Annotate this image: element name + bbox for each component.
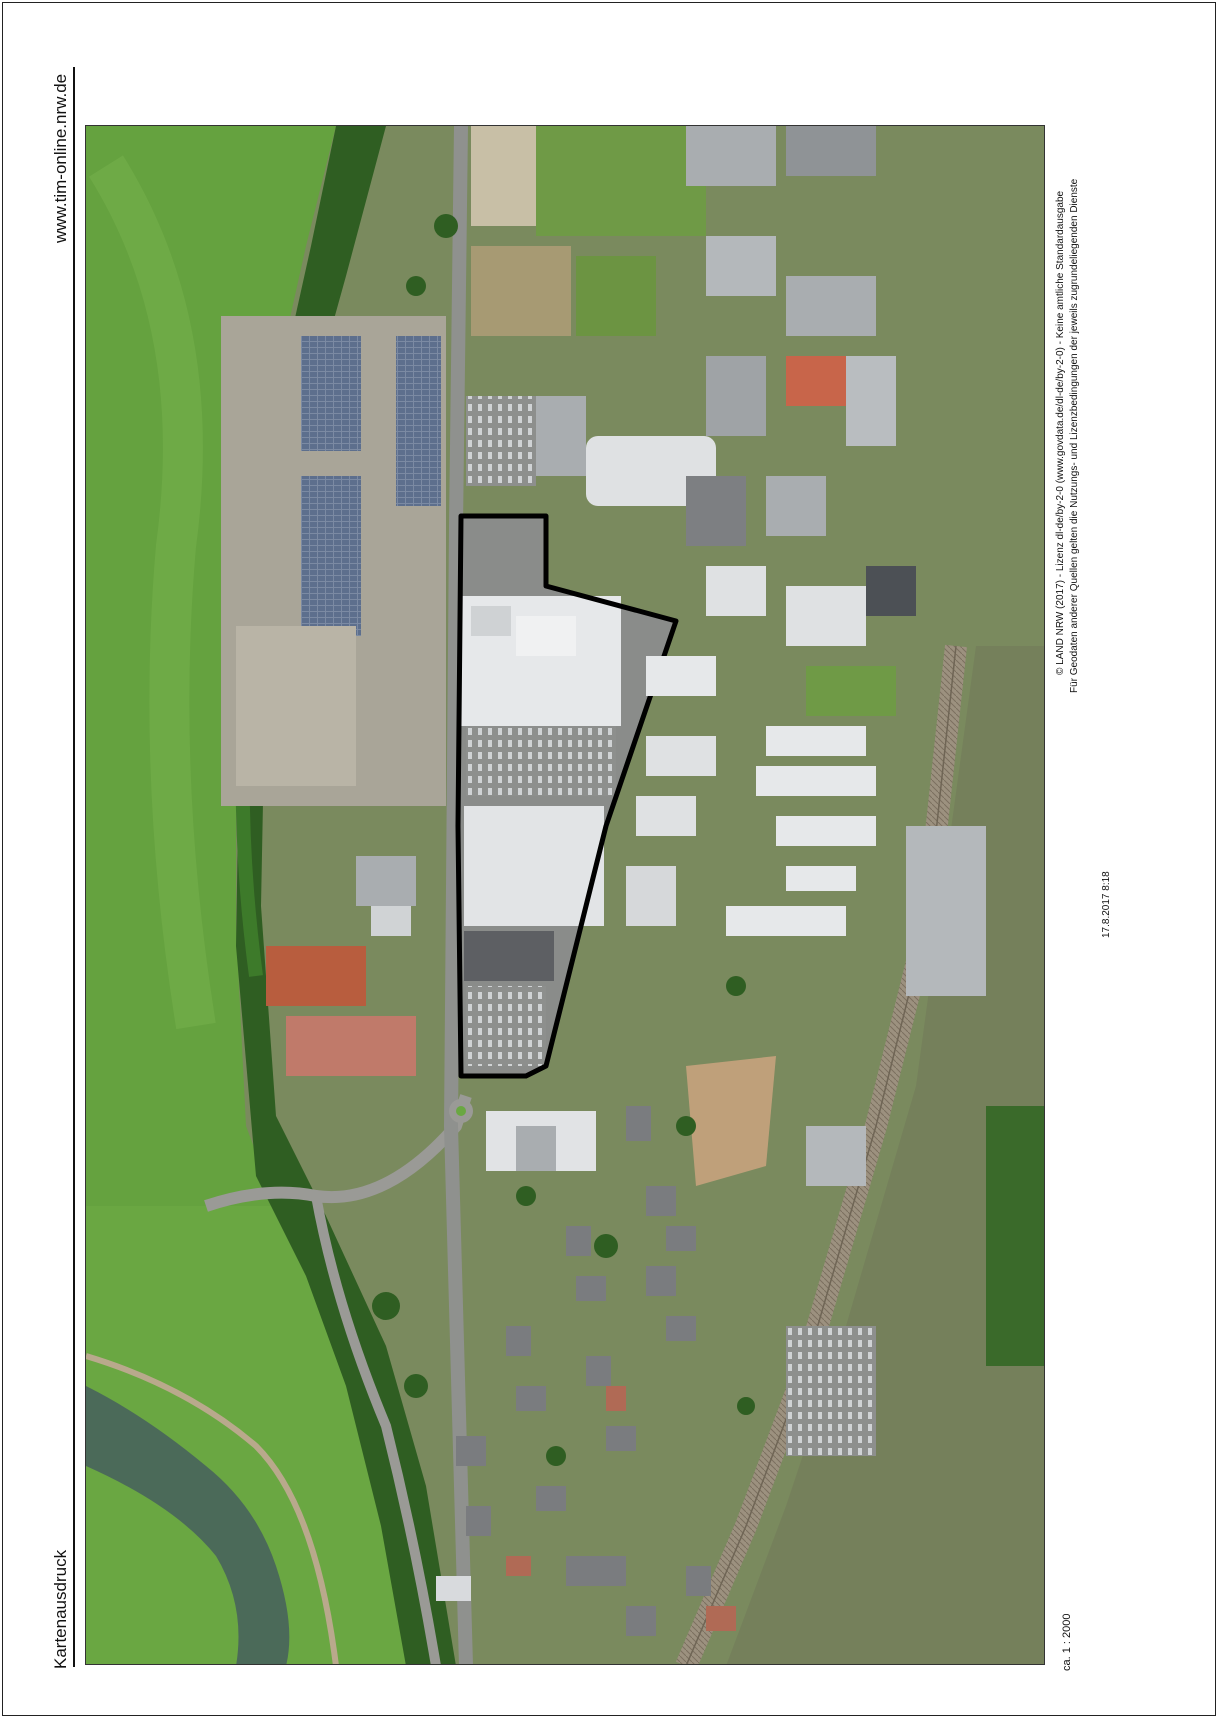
license-credit-line2: Für Geodaten anderer Quellen gelten die … (1069, 178, 1080, 693)
solar-hall-1 (301, 336, 361, 451)
map-scale: ca. 1 : 2000 (1061, 1613, 1073, 1672)
tree-belt (236, 126, 456, 1664)
trees-scattered (372, 214, 755, 1466)
print-date: 17.8.2017 8:18 (1101, 871, 1112, 938)
license-credit-line1: © LAND NRW (2017) - Lizenz dl-de/by-2-0 … (1055, 190, 1066, 675)
factory-east (906, 826, 986, 996)
parking-east (786, 1326, 876, 1456)
road-west (204, 1094, 472, 1212)
site-outline (455, 513, 679, 1079)
market-hall-2 (464, 806, 604, 926)
map-canvas (86, 126, 1044, 1664)
print-title: Kartenausdruck (51, 1549, 70, 1669)
solar-hall-2 (396, 336, 441, 506)
road-central (443, 126, 473, 1664)
long-hall-1 (766, 726, 866, 756)
brown-field (686, 1056, 776, 1186)
aerial-map[interactable] (85, 125, 1045, 1665)
source-url[interactable]: www.tim-online.nrw.de (51, 73, 70, 243)
red-roof-east (786, 356, 846, 406)
red-roof-west (266, 946, 366, 1006)
meadow-north (86, 126, 336, 1206)
header-rule (73, 67, 75, 1667)
grey-hall (536, 396, 586, 476)
solar-hall-3 (301, 476, 361, 636)
residential-houses (436, 1106, 711, 1636)
curved-roof-hall (586, 436, 716, 506)
river (86, 1386, 290, 1664)
red-roof-houses (506, 1386, 736, 1631)
dark-roof-store (464, 931, 554, 981)
